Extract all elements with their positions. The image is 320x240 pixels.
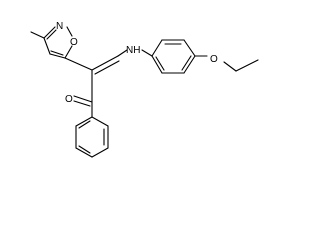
phenyl-ring	[75, 116, 109, 158]
structure-canvas: N O NH O O	[30, 21, 259, 158]
enamine-double-bond	[91, 55, 120, 75]
ether-oxygen-label: O	[210, 54, 218, 65]
isoxazole-vinyl-bond	[64, 57, 93, 71]
ketone-oxygen-label: O	[65, 94, 73, 105]
isoxazole-nitrogen-label: N	[56, 21, 63, 32]
isoxazole-ring	[43, 26, 73, 59]
ether-ethyl-bond	[223, 61, 237, 72]
amine-nh-label: NH	[126, 45, 140, 56]
nh-aryl-bond	[141, 49, 153, 57]
ethyl-bond	[235, 59, 259, 72]
methyl-bond	[30, 31, 45, 39]
carbonyl-double-bond	[73, 95, 93, 107]
ethoxyphenyl-ring	[151, 39, 196, 74]
molecule-structure: N O NH O O	[30, 21, 259, 158]
isoxazole-oxygen-label: O	[70, 37, 78, 48]
vinyl-nh-bond	[117, 49, 128, 57]
